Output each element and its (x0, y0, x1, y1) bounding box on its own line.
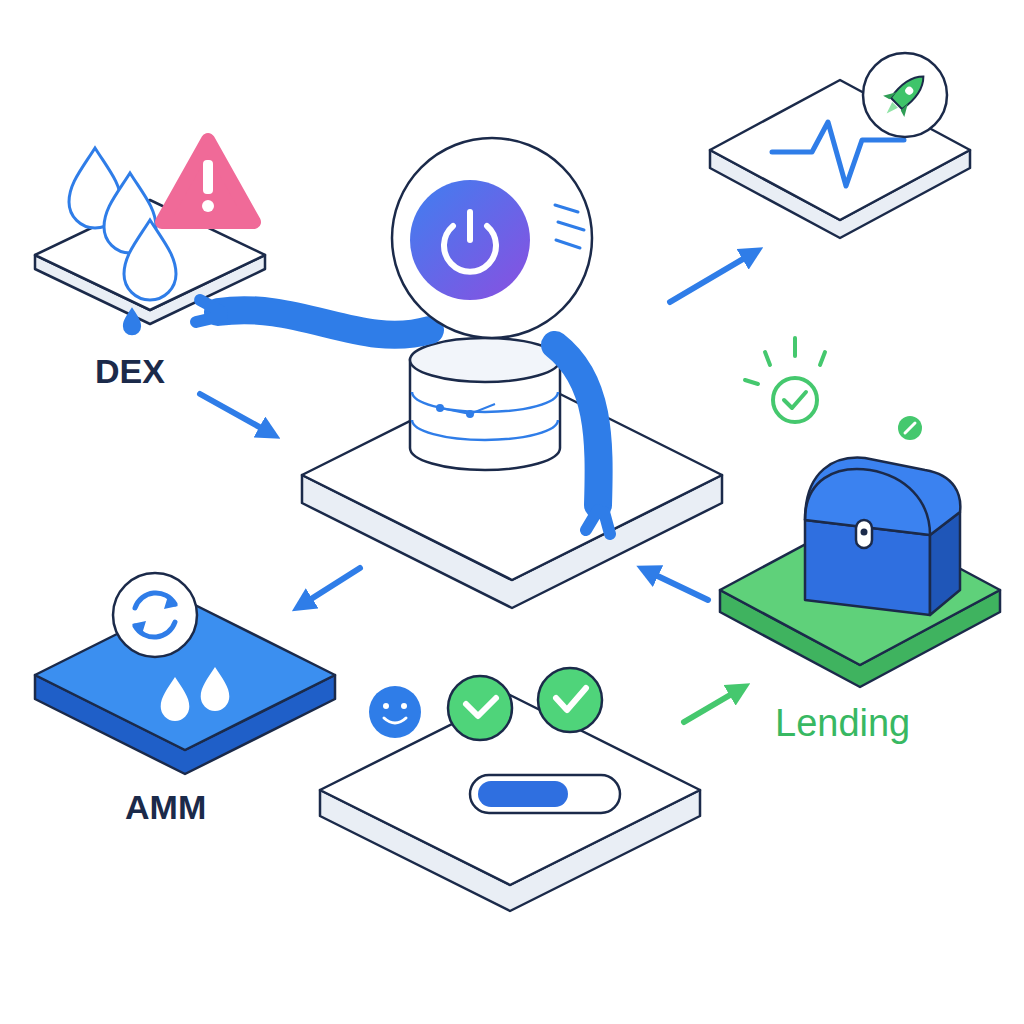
rocket-window (904, 85, 915, 96)
spark-lines (745, 338, 825, 384)
keyhole (861, 529, 868, 536)
robot-hand-right (586, 510, 610, 534)
robot-face (410, 180, 530, 300)
swap-heads (132, 596, 178, 634)
rocket-icon (876, 66, 934, 124)
spark (745, 380, 758, 384)
toggle-knob (478, 781, 568, 807)
flow-arrow (670, 252, 755, 302)
flow-arrow (300, 568, 360, 606)
robot-head (392, 138, 592, 338)
circuit-node (466, 410, 474, 418)
spark (793, 338, 797, 356)
drip (123, 307, 141, 335)
robot-base-rings (412, 392, 558, 440)
toggle-track (470, 775, 620, 813)
rocket-badge (863, 53, 947, 137)
circuit-node (436, 404, 444, 412)
robot-base-top (410, 338, 560, 382)
check-badge (538, 668, 602, 732)
check-badge (448, 676, 512, 740)
flow-arrow (684, 688, 742, 722)
robot-arm-left (218, 310, 430, 335)
treasure-chest (805, 458, 960, 615)
avatar-eye (401, 703, 407, 709)
chest-lid (805, 458, 960, 535)
flow-arrow (200, 394, 272, 434)
droplet (161, 677, 190, 721)
avatar-eye (383, 703, 389, 709)
droplet (201, 667, 230, 711)
check-mark (466, 698, 496, 716)
chest-lock (856, 520, 872, 548)
rocket-body (890, 70, 930, 110)
check-mark (784, 392, 806, 408)
warning-dot (202, 200, 214, 212)
check-badge (773, 378, 817, 422)
rocket-flame (884, 102, 898, 116)
spark (765, 352, 770, 365)
robot-arm-right (555, 345, 599, 505)
head-lines (555, 205, 584, 248)
user-avatar (369, 686, 421, 738)
section-label: Lending (775, 702, 910, 745)
rocket-fins (883, 87, 913, 117)
power-line (467, 212, 473, 240)
warning-mark (203, 160, 213, 194)
section-label: AMM (125, 788, 206, 827)
robot (196, 138, 610, 534)
avatar-smile (384, 718, 406, 723)
status-dot-mark (905, 423, 915, 433)
warning-triangle (162, 140, 254, 222)
check-mark (556, 688, 586, 710)
robot-hand-left (196, 300, 222, 322)
spark (820, 352, 825, 365)
status-dot (898, 416, 922, 440)
droplet (124, 220, 176, 300)
flow-arrows (200, 252, 755, 722)
swap-badge (113, 573, 197, 657)
flow-arrow (645, 570, 708, 600)
section-label: DEX (95, 352, 165, 391)
chest-front (805, 520, 930, 615)
